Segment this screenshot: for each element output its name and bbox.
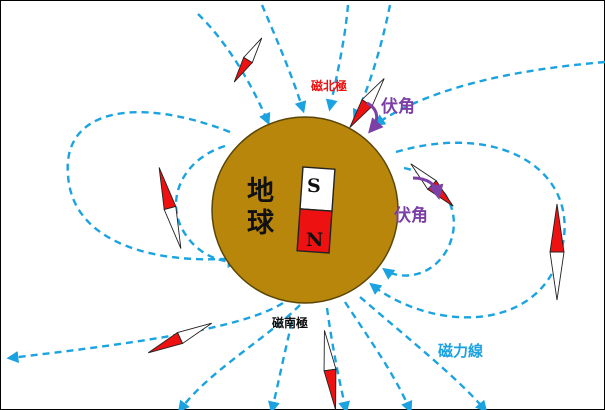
dip-angle-label-1: 伏角 <box>381 97 415 117</box>
compass-needle-icon <box>148 322 212 354</box>
dip-angle-arcs <box>366 101 444 200</box>
dip-arc-middle <box>412 176 444 200</box>
earth-label-1: 地 <box>247 176 274 207</box>
field-line <box>197 13 271 126</box>
field-line <box>325 307 350 410</box>
field-line <box>177 304 301 410</box>
bar-magnet <box>296 166 336 254</box>
magnet-south-letter: S <box>307 175 321 197</box>
field-line-label: 磁力線 <box>438 342 484 360</box>
field-line <box>260 4 307 114</box>
compass-needle-icon <box>233 37 263 83</box>
compass-needle-icon <box>323 330 337 410</box>
compass-needle-icon <box>549 203 565 301</box>
magnet-north-letter: N <box>306 229 324 251</box>
compass-needles <box>148 37 565 410</box>
magnet-north-half <box>296 208 333 254</box>
field-line <box>66 111 240 265</box>
compass-needle-icon <box>158 167 182 249</box>
dip-arc-north <box>366 101 384 134</box>
earth-label-2: 球 <box>247 208 274 239</box>
field-line <box>343 301 413 410</box>
field-line <box>325 4 350 112</box>
south-pole-label: 磁南極 <box>272 316 309 330</box>
field-line <box>353 4 392 122</box>
north-pole-label: 磁北極 <box>311 79 348 93</box>
dip-angle-label-2: 伏角 <box>394 206 428 226</box>
